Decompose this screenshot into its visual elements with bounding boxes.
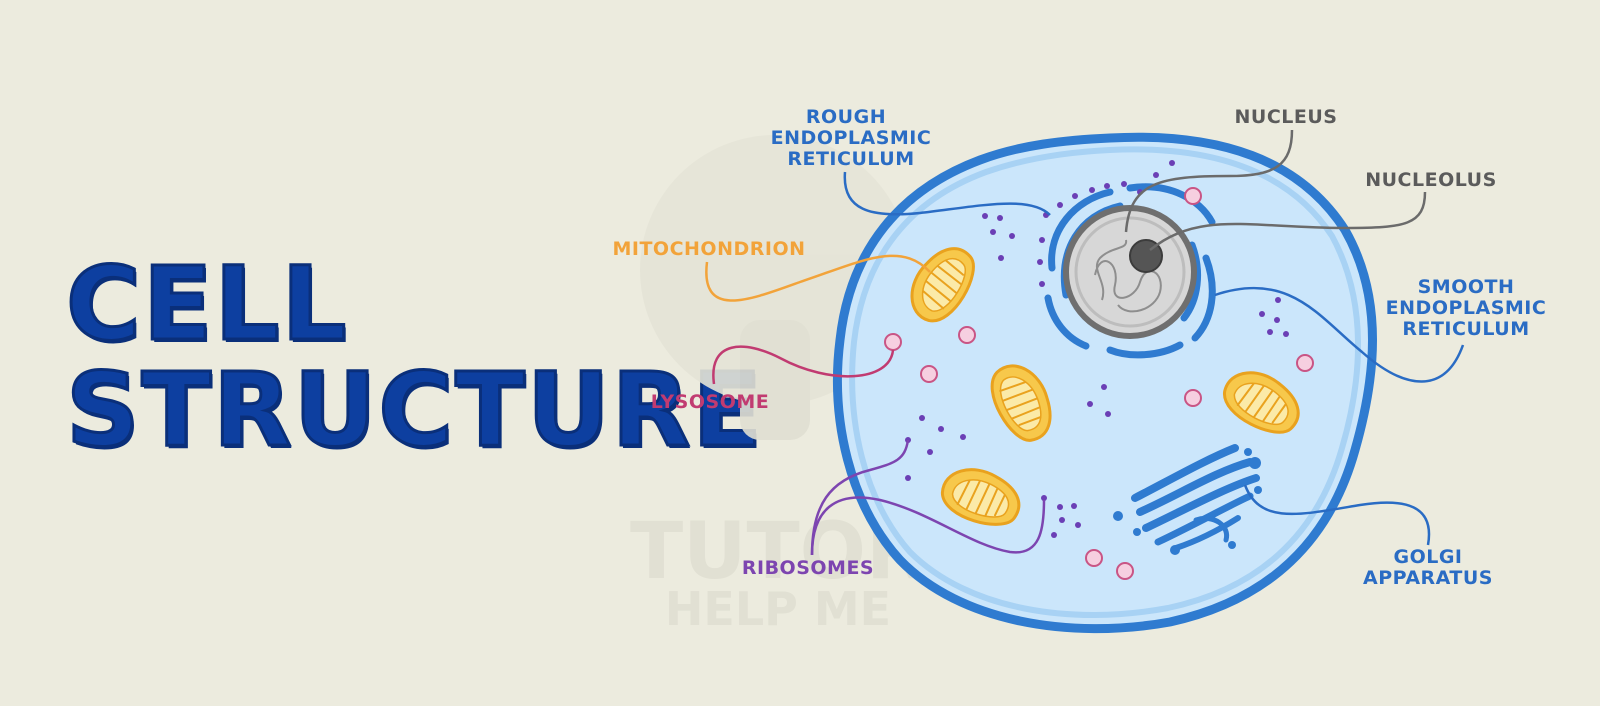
leader-lysosome <box>712 345 895 385</box>
title-line-1: CELL <box>65 245 349 364</box>
title-line-2: STRUCTURE <box>65 351 764 470</box>
watermark: TUTOR HELP ME <box>630 135 926 636</box>
label-rough-er-line-1: ROUGH <box>806 106 886 128</box>
page-title: CELL STRUCTURE <box>65 245 764 470</box>
label-rough-er: ROUGH ENDOPLASMIC RETICULUM <box>771 106 932 170</box>
label-golgi-line-2: APPARATUS <box>1363 567 1493 589</box>
label-mitochondrion: MITOCHONDRION <box>612 238 805 260</box>
label-rough-er-line-3: RETICULUM <box>787 148 914 170</box>
leader-rough-er <box>843 171 1051 216</box>
label-smooth-er-line-3: RETICULUM <box>1402 318 1529 340</box>
label-smooth-er-line-2: ENDOPLASMIC <box>1386 297 1547 319</box>
leader-nucleus <box>1124 129 1294 233</box>
label-smooth-er-line-1: SMOOTH <box>1418 276 1515 298</box>
label-lysosome: LYSOSOME <box>651 391 769 413</box>
label-rough-er-line-2: ENDOPLASMIC <box>771 127 932 149</box>
leader-nucleolus <box>1149 191 1427 251</box>
label-golgi-line-1: GOLGI <box>1393 546 1462 568</box>
golgi-vesicles <box>1113 448 1262 555</box>
label-nucleolus: NUCLEOLUS <box>1365 169 1497 191</box>
rough-er-ribosome-dots <box>1037 181 1127 287</box>
watermark-line-2: HELP ME <box>665 582 891 636</box>
leader-smooth-er <box>1214 286 1465 383</box>
lysosomes <box>884 187 1314 580</box>
leader-golgi <box>1243 484 1431 546</box>
golgi-structure <box>1131 444 1260 551</box>
label-smooth-er: SMOOTH ENDOPLASMIC RETICULUM <box>1386 276 1547 340</box>
leader-ribosomes-1 <box>810 439 910 556</box>
label-golgi: GOLGI APPARATUS <box>1363 546 1493 589</box>
label-ribosomes: RIBOSOMES <box>742 557 874 579</box>
label-nucleus: NUCLEUS <box>1235 106 1338 128</box>
leader-ribosomes-2 <box>810 496 1046 556</box>
nucleus-structure <box>1063 205 1197 339</box>
leader-mitochondrion <box>705 254 931 302</box>
ribosome-dots <box>905 160 1289 538</box>
leader-lines <box>705 129 1465 556</box>
